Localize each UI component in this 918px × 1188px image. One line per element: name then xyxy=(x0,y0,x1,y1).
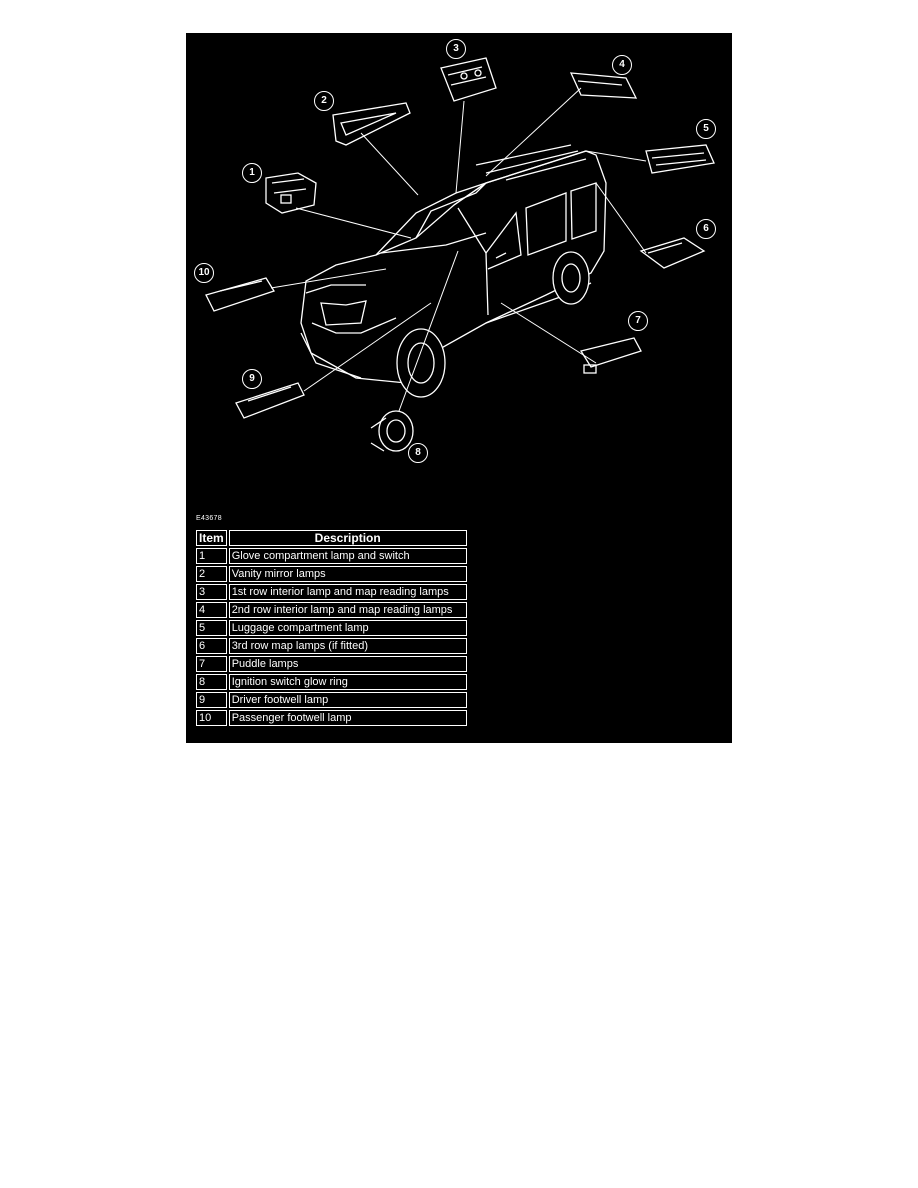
component-6-third-row-lamp xyxy=(639,237,706,269)
item-number: 8 xyxy=(196,674,227,690)
item-description: 3rd row map lamps (if fitted) xyxy=(228,638,467,654)
callout-7: 7 xyxy=(628,311,648,331)
item-number: 2 xyxy=(196,566,227,582)
vehicle-illustration xyxy=(205,57,715,452)
item-number: 9 xyxy=(196,692,227,708)
component-1-glove-lamp xyxy=(265,172,317,214)
component-8-ignition-ring xyxy=(370,410,414,452)
item-number: 1 xyxy=(196,548,227,564)
callout-2: 2 xyxy=(314,91,334,111)
component-3-first-row-lamp xyxy=(440,57,497,102)
item-description: Driver footwell lamp xyxy=(228,692,467,708)
item-description: Ignition switch glow ring xyxy=(228,674,467,690)
figure-reference: E43678 xyxy=(196,515,222,522)
item-description: Vanity mirror lamps xyxy=(228,566,467,582)
vehicle-outline xyxy=(300,144,607,398)
component-9-driver-footwell-lamp xyxy=(235,382,305,419)
item-description: 1st row interior lamp and map reading la… xyxy=(228,584,467,600)
component-7-puddle-lamp xyxy=(579,337,642,374)
header-description: Description xyxy=(228,530,467,546)
item-description: Glove compartment lamp and switch xyxy=(228,548,467,564)
item-number: 3 xyxy=(196,584,227,600)
component-4-second-row-lamp xyxy=(569,72,638,99)
item-number: 4 xyxy=(196,602,227,618)
callout-4: 4 xyxy=(612,55,632,75)
component-10-passenger-footwell-lamp xyxy=(205,277,275,312)
callout-10: 10 xyxy=(194,263,214,283)
callout-8: 8 xyxy=(408,443,428,463)
item-number: 7 xyxy=(196,656,227,672)
component-5-luggage-lamp xyxy=(645,144,715,174)
header-item: Item xyxy=(196,530,227,546)
item-description: Passenger footwell lamp xyxy=(228,710,467,726)
item-description: Puddle lamps xyxy=(228,656,467,672)
diagram-panel: 1 2 3 4 5 6 7 8 9 10 E43678 Item Descrip… xyxy=(186,33,732,743)
item-number: 10 xyxy=(196,710,227,726)
item-number: 5 xyxy=(196,620,227,636)
item-number: 6 xyxy=(196,638,227,654)
table-header-row: Item Description xyxy=(196,530,467,546)
leader-lines xyxy=(270,87,647,412)
callout-1: 1 xyxy=(242,163,262,183)
callout-9: 9 xyxy=(242,369,262,389)
callout-5: 5 xyxy=(696,119,716,139)
item-description: Luggage compartment lamp xyxy=(228,620,467,636)
callout-3: 3 xyxy=(446,39,466,59)
item-description: 2nd row interior lamp and map reading la… xyxy=(228,602,467,618)
callout-6: 6 xyxy=(696,219,716,239)
component-2-vanity-lamp xyxy=(332,102,411,146)
